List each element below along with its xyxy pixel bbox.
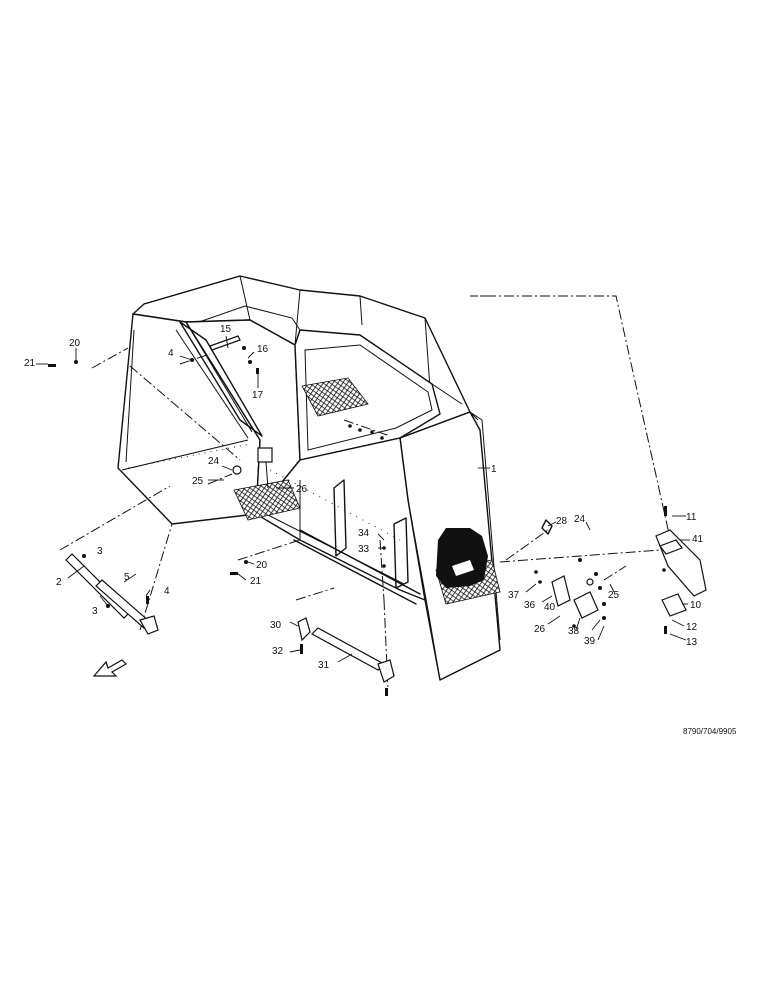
clip-28	[541, 519, 553, 535]
callout-4: 4	[164, 586, 170, 597]
callout-26: 26	[534, 624, 546, 635]
drawing-reference: 8790/704/9905	[683, 727, 737, 736]
leader-lines	[36, 335, 690, 663]
callout-labels: 1 2 3 3 4 4 5 10 11 12 13 15 16 17 20 20…	[24, 324, 737, 736]
bushing-24-right	[586, 578, 594, 586]
callout-30: 30	[270, 620, 282, 631]
latch-10	[661, 593, 687, 617]
callout-20: 20	[256, 560, 268, 571]
callout-10: 10	[690, 600, 702, 611]
bracket-36	[551, 575, 571, 607]
callout-21: 21	[24, 358, 36, 369]
hood-bottom-skirt	[255, 437, 426, 601]
callout-3: 3	[92, 606, 98, 617]
callout-31: 31	[318, 660, 330, 671]
callout-39: 39	[584, 636, 596, 647]
callout-13: 13	[686, 637, 698, 648]
callout-36: 36	[524, 600, 536, 611]
callout-15: 15	[220, 324, 232, 335]
callout-28: 28	[556, 516, 568, 527]
callout-26: 26	[296, 484, 308, 495]
mesh-screen-window	[301, 377, 369, 417]
callout-16: 16	[257, 344, 269, 355]
callout-40: 40	[544, 602, 556, 613]
bracket-30	[297, 617, 311, 642]
hood-housing	[117, 275, 501, 681]
callout-12: 12	[686, 622, 698, 633]
callout-25: 25	[192, 476, 204, 487]
callout-41: 41	[692, 534, 704, 545]
direction-arrow	[92, 659, 127, 677]
callout-25: 25	[608, 590, 620, 601]
callout-21: 21	[250, 576, 262, 587]
callout-32: 32	[272, 646, 284, 657]
assembly-lines	[59, 295, 675, 691]
callout-20: 20	[69, 338, 81, 349]
callout-2: 2	[56, 577, 62, 588]
callout-37: 37	[508, 590, 520, 601]
callout-4: 4	[168, 348, 174, 359]
callout-11: 11	[686, 512, 697, 523]
bushing-24-left	[232, 465, 242, 475]
callout-5: 5	[124, 572, 130, 583]
loose-parts	[48, 335, 707, 696]
callout-38: 38	[568, 626, 580, 637]
mesh-screen-left	[233, 479, 301, 521]
callout-33: 33	[358, 544, 370, 555]
callout-34: 34	[358, 528, 370, 539]
bracket-40	[573, 591, 599, 619]
callout-24: 24	[574, 514, 586, 525]
mounting-casting	[436, 528, 488, 588]
callout-24: 24	[208, 456, 220, 467]
callout-3: 3	[97, 546, 103, 557]
callout-1: 1	[491, 464, 497, 475]
callout-17: 17	[252, 390, 264, 401]
